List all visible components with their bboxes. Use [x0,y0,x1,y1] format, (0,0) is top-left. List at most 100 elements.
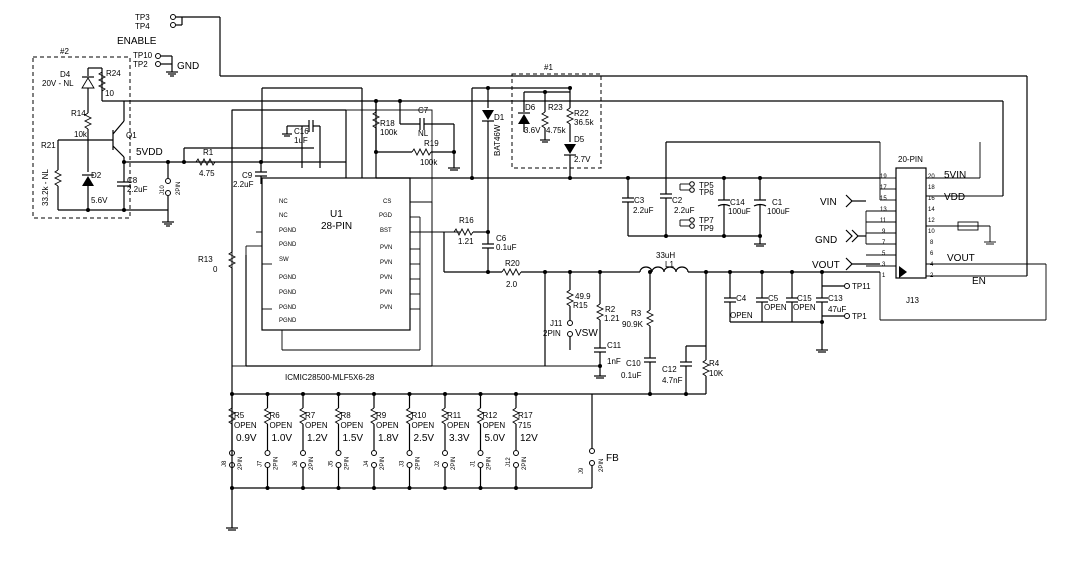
r21-label: R21 [41,141,56,150]
pin-pgnd-3: PGND [279,275,297,281]
d2-value: 5.6V [91,196,108,205]
bank-voltage: 1.5V [343,433,364,444]
r15-j11: 49.9 R15 J11 2PIN VSW [543,272,598,350]
gnd-label: GND [815,235,837,246]
pin-pvn-3: PVN [380,275,392,281]
bank-jumper-ref: J4 [364,460,370,467]
tp5-label: TP5 [699,181,714,190]
pin-pvn-5: PVN [380,305,392,311]
r23-label: R23 [548,103,563,112]
pin-cs: CS [383,199,391,205]
c1-value: 100uF [767,207,790,216]
tp11-label: TP11 [852,282,871,291]
r18-value: 100k [380,128,398,137]
bank-jumper-pins: 2PIN [309,457,315,470]
j13-pin-17: 17 [880,185,887,191]
c16: C16 1uF [282,120,321,168]
bank-resistor-value: OPEN [376,421,399,430]
r19-label: R19 [424,139,439,148]
d1-value: BAT46W [493,124,502,156]
j13-pin-7: 7 [882,240,886,246]
c7-value: NL [418,129,429,138]
c4-value: OPEN [730,311,753,320]
vout-label: VOUT [812,260,840,271]
r14-label: R14 [71,109,86,118]
enable-label: ENABLE [117,36,157,47]
bank-resistor-value: OPEN [447,421,470,430]
bank-jumper-pins: 2PIN [522,457,528,470]
l1-value: 33uH [656,251,675,260]
input-clamp-circuit: D4 20V - NL R24 10 R14 10k Q1 5VDD R21 3… [41,67,1004,212]
bank-resistor-ref: R8 [341,411,352,420]
box2-label: #2 [60,47,69,56]
j13-pin-11: 11 [880,218,887,224]
tp4-label: TP4 [135,22,150,31]
j13-pin-1: 1 [882,273,886,279]
r24-label: R24 [106,69,121,78]
pin-pgnd-1: PGND [279,228,297,234]
j13-pin-13: 13 [880,207,887,213]
c14-value: 100uF [728,207,751,216]
j11-value: 2PIN [543,329,561,338]
j13-pin-14: 14 [928,207,935,213]
c1-label: C1 [772,198,783,207]
r1-label: R1 [203,148,214,157]
c10-label: C10 [626,359,641,368]
bank-resistor-value: OPEN [234,421,257,430]
c13-label: C13 [828,294,843,303]
c5-value: OPEN [764,303,787,312]
bank-resistor-ref: R12 [483,411,498,420]
j13-pin-4: 4 [930,262,934,268]
c2-label: C2 [672,196,683,205]
c15-value: OPEN [793,303,816,312]
vin-label: VIN [820,197,837,208]
r15-label: R15 [573,301,588,310]
bank-jumper-ref: J8 [222,460,228,467]
r24-value: 10 [105,89,114,98]
c10-value: 0.1uF [621,371,642,380]
j10-jumper: J10 2PIN [160,160,182,227]
bank-voltage: 1.0V [272,433,293,444]
r13-label: R13 [198,255,213,264]
bank-jumper-pins: 2PIN [451,457,457,470]
r13-value: 0 [213,265,218,274]
bank-resistor-ref: R5 [234,411,245,420]
c9-label: C9 [242,171,253,180]
c4-label: C4 [736,294,747,303]
d2-label: D2 [91,171,102,180]
pin-nc-1: NC [279,199,288,205]
r4-value: 10K [709,369,724,378]
tp7-label: TP7 [699,216,714,225]
d6-label: D6 [525,103,536,112]
pin-nc-2: NC [279,213,288,219]
bank-voltage: 1.8V [378,433,399,444]
d6-value: 3.6V [524,126,541,135]
tp3-label: TP3 [135,13,150,22]
bank-resistor-ref: R17 [518,411,533,420]
c6-value: 0.1uF [496,243,517,252]
c6-label: C6 [496,234,507,243]
bank-jumper-pins: 2PIN [380,457,386,470]
bank-resistor-ref: R10 [412,411,427,420]
bank-jumper-ref: J7 [258,460,264,467]
j10-value: 2PIN [176,182,182,195]
r22-value: 36.5k [574,118,595,127]
bank-jumper-pins: 2PIN [238,457,244,470]
c13-value: 47uF [828,305,846,314]
j13-5vin: 5VIN [944,170,966,181]
c3-label: C3 [634,196,645,205]
tp1-label: TP1 [852,312,867,321]
j13-en: EN [972,276,986,287]
j13-pin-8: 8 [930,240,934,246]
r20-value: 2.0 [506,280,518,289]
j10-label: J10 [160,185,166,195]
pin-pgnd-6: PGND [279,318,297,324]
j13-pin-16: 16 [928,196,935,202]
output-filter: 33uH L1 R3 90.9K C10 0.1uF C12 4.7nF R4 … [232,251,880,396]
bank-resistor-value: 715 [518,421,532,430]
gnd-testpoint-label: GND [177,61,199,72]
